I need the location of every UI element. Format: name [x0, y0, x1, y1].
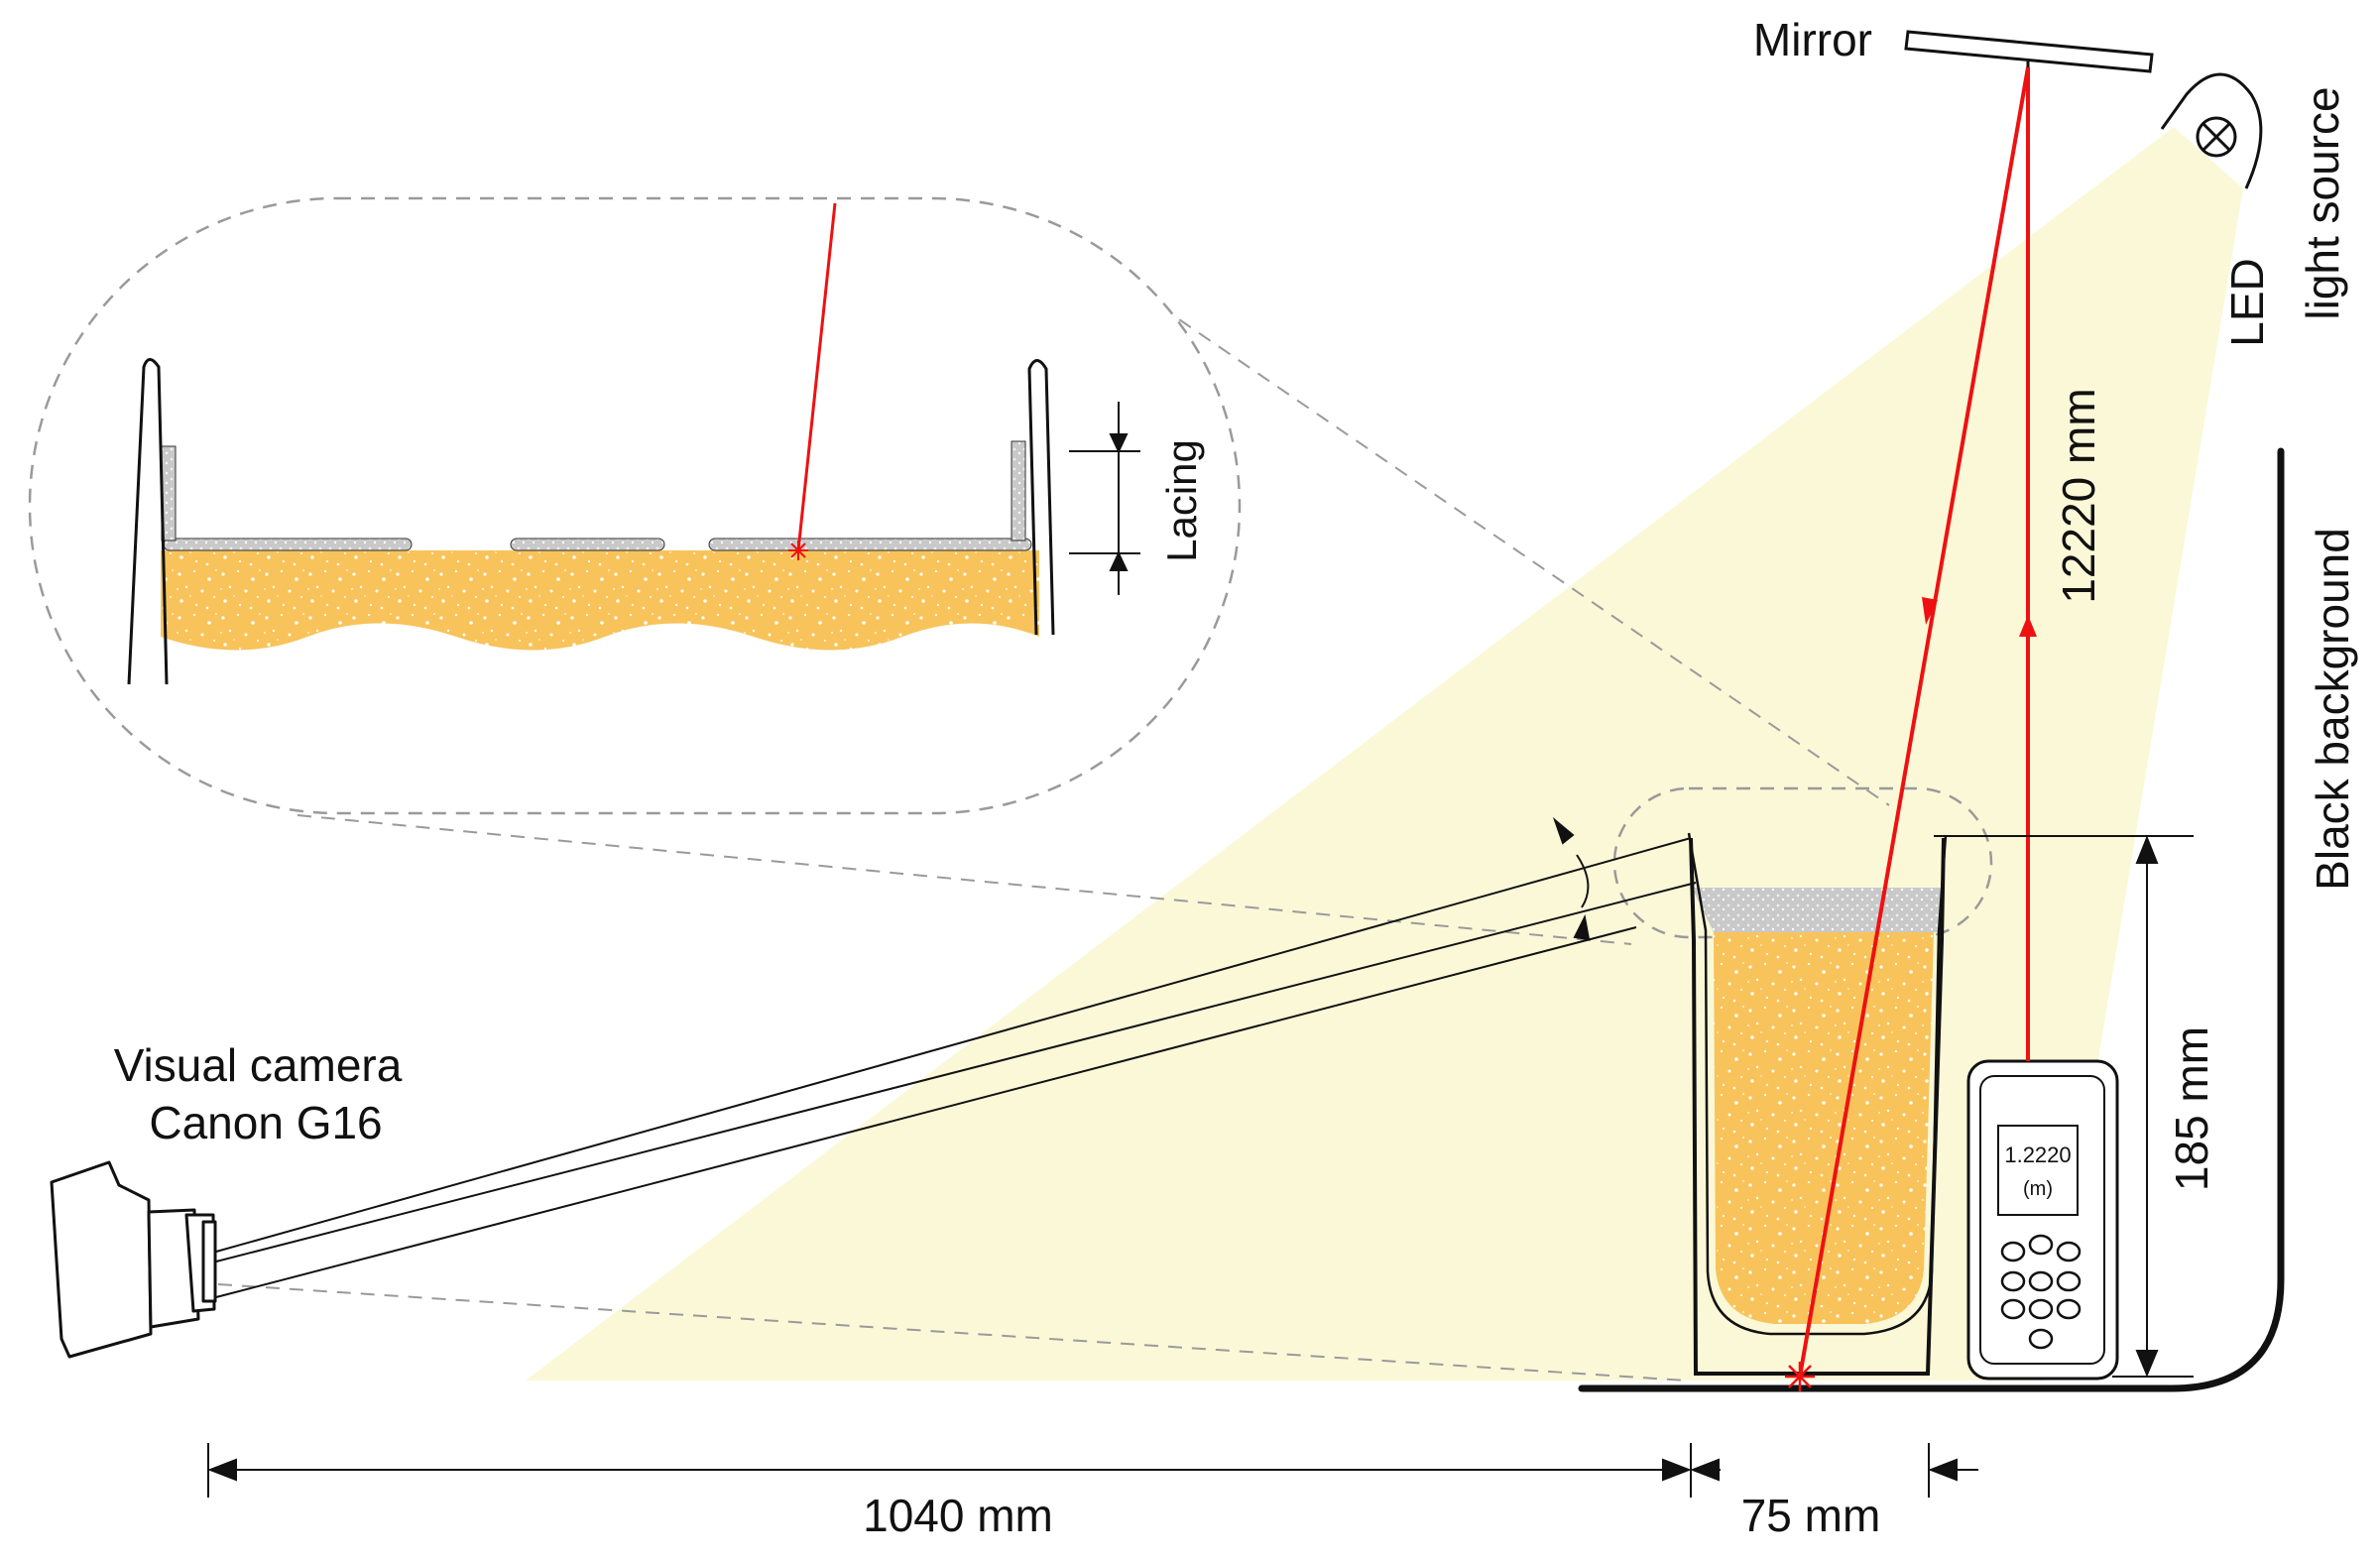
glass-width-label: 75 mm: [1741, 1490, 1881, 1541]
laser-spot: [1785, 1362, 1815, 1391]
laser-meter: 1.2220 (m): [1966, 1059, 2119, 1381]
camera-distance-label: 1040 mm: [863, 1490, 1053, 1541]
mirror: [1904, 30, 2154, 73]
laser-beam: [1798, 66, 2030, 1378]
led-light-icon: [2160, 72, 2263, 189]
camera-sight-lines: [215, 837, 1697, 1298]
glass: [1687, 832, 1948, 1376]
meter-reading: 1.2220: [2004, 1142, 2071, 1167]
glass-height-label: 185 mm: [2166, 1026, 2217, 1191]
black-background-label: Black background: [2307, 528, 2358, 891]
laser-arrow-down: [1922, 597, 1938, 625]
black-background-panel: [1578, 447, 2285, 1392]
zoom-callout-lines: [217, 265, 1890, 1382]
glass-height-dimension: [1934, 835, 2194, 1378]
camera-label-line1: Visual camera: [114, 1039, 403, 1091]
zoom-bubble: Lacing: [28, 196, 1242, 815]
camera-icon: [50, 1160, 217, 1359]
led-label-line1: LED: [2221, 258, 2273, 346]
meter-unit: (m): [2023, 1178, 2053, 1200]
mirror-height-label: 12220 mm: [2053, 388, 2104, 603]
laser-arrow-up: [2019, 615, 2037, 637]
bottom-dimensions: [207, 1443, 1978, 1498]
camera-label-line2: Canon G16: [149, 1097, 382, 1148]
angle-marker: [1552, 816, 1591, 941]
led-label-line2: light source: [2297, 86, 2348, 319]
mirror-label: Mirror: [1753, 14, 1872, 65]
lacing-label: Lacing: [1158, 439, 1205, 562]
